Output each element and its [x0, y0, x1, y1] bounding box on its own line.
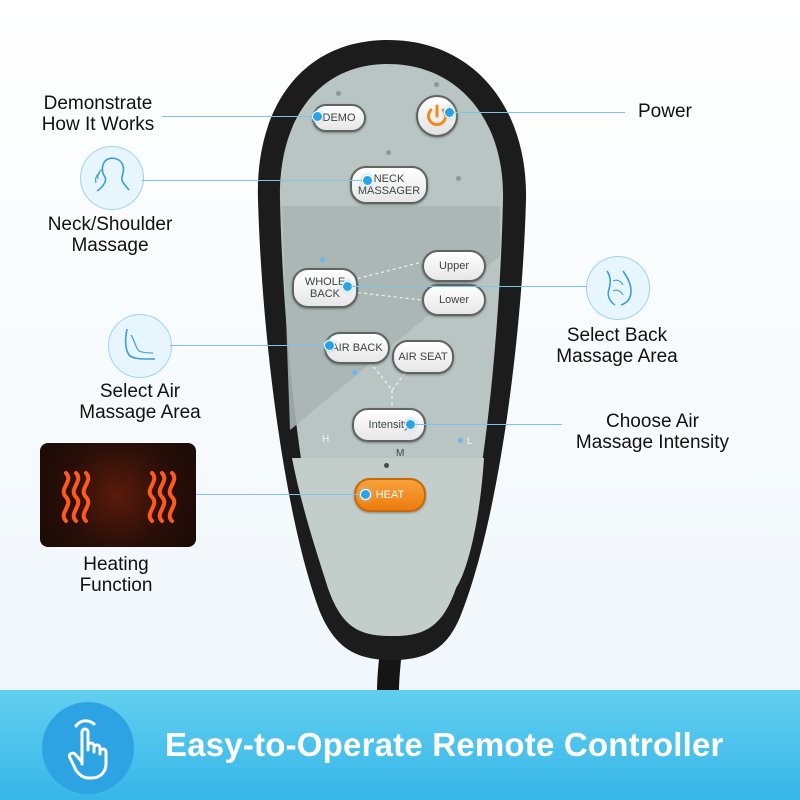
- heat-callout-line1: Heating: [83, 554, 149, 575]
- neck-button-line2: MASSAGER: [357, 185, 421, 197]
- level-m-label: M: [396, 448, 405, 459]
- heat-callout: Heating Function: [36, 554, 196, 596]
- power-led: [434, 82, 439, 87]
- back-area-icon: [606, 270, 632, 306]
- neck-dot: [362, 175, 373, 186]
- level-l-led: [458, 438, 463, 443]
- upper-button-label: Upper: [439, 260, 469, 272]
- air-back-led: [352, 370, 357, 375]
- upper-button[interactable]: Upper: [422, 250, 486, 282]
- demo-button-label: DEMO: [322, 112, 356, 124]
- demo-callout: Demonstrate How It Works: [18, 93, 178, 135]
- heat-callout-line2: Function: [79, 575, 153, 596]
- air-callout-line1: Select Air: [99, 381, 181, 402]
- air-seat-label: AIR SEAT: [398, 351, 448, 363]
- intensity-leader: [414, 424, 562, 425]
- intensity-callout-line2: Massage Intensity: [575, 432, 730, 453]
- neck-callout-line1: Neck/Shoulder: [47, 214, 173, 235]
- intensity-callout-line1: Choose Air: [606, 411, 699, 432]
- air-callout-line2: Massage Area: [79, 402, 201, 423]
- back-callout: Select Back Massage Area: [532, 325, 702, 367]
- neck-led-2: [456, 176, 461, 181]
- hand-pointer-icon: [42, 702, 134, 794]
- heat-waves-icon: [61, 471, 177, 523]
- neck-shoulder-icon: [95, 157, 130, 192]
- air-icon-circle: [108, 314, 172, 378]
- back-callout-line2: Massage Area: [556, 346, 678, 367]
- neck-led: [386, 150, 391, 155]
- banner-text: Easy-to-Operate Remote Controller: [165, 726, 724, 763]
- level-l-label: L: [467, 436, 473, 447]
- air-massage-icon: [124, 328, 155, 360]
- neck-button-line1: NECK: [373, 173, 405, 185]
- lower-button-label: Lower: [439, 294, 469, 306]
- whole-back-line2: BACK: [310, 288, 340, 300]
- whole-back-led: [320, 257, 325, 262]
- demo-leader: [162, 116, 317, 117]
- heat-led: [384, 463, 389, 468]
- back-icon-circle: [586, 256, 650, 320]
- heat-label: HEAT: [375, 489, 405, 501]
- neck-leader: [142, 180, 364, 181]
- neck-callout: Neck/Shoulder Massage: [20, 214, 200, 256]
- power-dot: [444, 107, 455, 118]
- power-callout: Power: [638, 101, 692, 122]
- demo-callout-line2: How It Works: [41, 114, 155, 135]
- demo-callout-line1: Demonstrate: [43, 93, 153, 114]
- air-leader: [170, 345, 328, 346]
- air-dot: [324, 340, 335, 351]
- back-callout-line1: Select Back: [566, 325, 668, 346]
- back-leader: [350, 286, 588, 287]
- heat-dot: [360, 489, 371, 500]
- intensity-callout: Choose Air Massage Intensity: [560, 411, 745, 453]
- intensity-label: Intensity: [368, 419, 410, 431]
- whole-back-line1: WHOLE: [304, 276, 346, 288]
- level-h-label: H: [322, 434, 330, 445]
- air-seat-button[interactable]: AIR SEAT: [392, 340, 454, 374]
- air-back-label: AIR BACK: [331, 342, 383, 354]
- demo-dot: [312, 111, 323, 122]
- heating-pad-image: [40, 443, 196, 547]
- air-callout: Select Air Massage Area: [50, 381, 230, 423]
- neck-icon-circle: [80, 146, 144, 210]
- heat-leader: [196, 494, 364, 495]
- neck-callout-line2: Massage: [71, 235, 149, 256]
- power-leader: [452, 112, 625, 113]
- demo-led: [336, 91, 341, 96]
- heat-button[interactable]: HEAT: [354, 478, 426, 512]
- lower-button[interactable]: Lower: [422, 284, 486, 316]
- neck-massager-button[interactable]: NECK MASSAGER: [350, 166, 428, 204]
